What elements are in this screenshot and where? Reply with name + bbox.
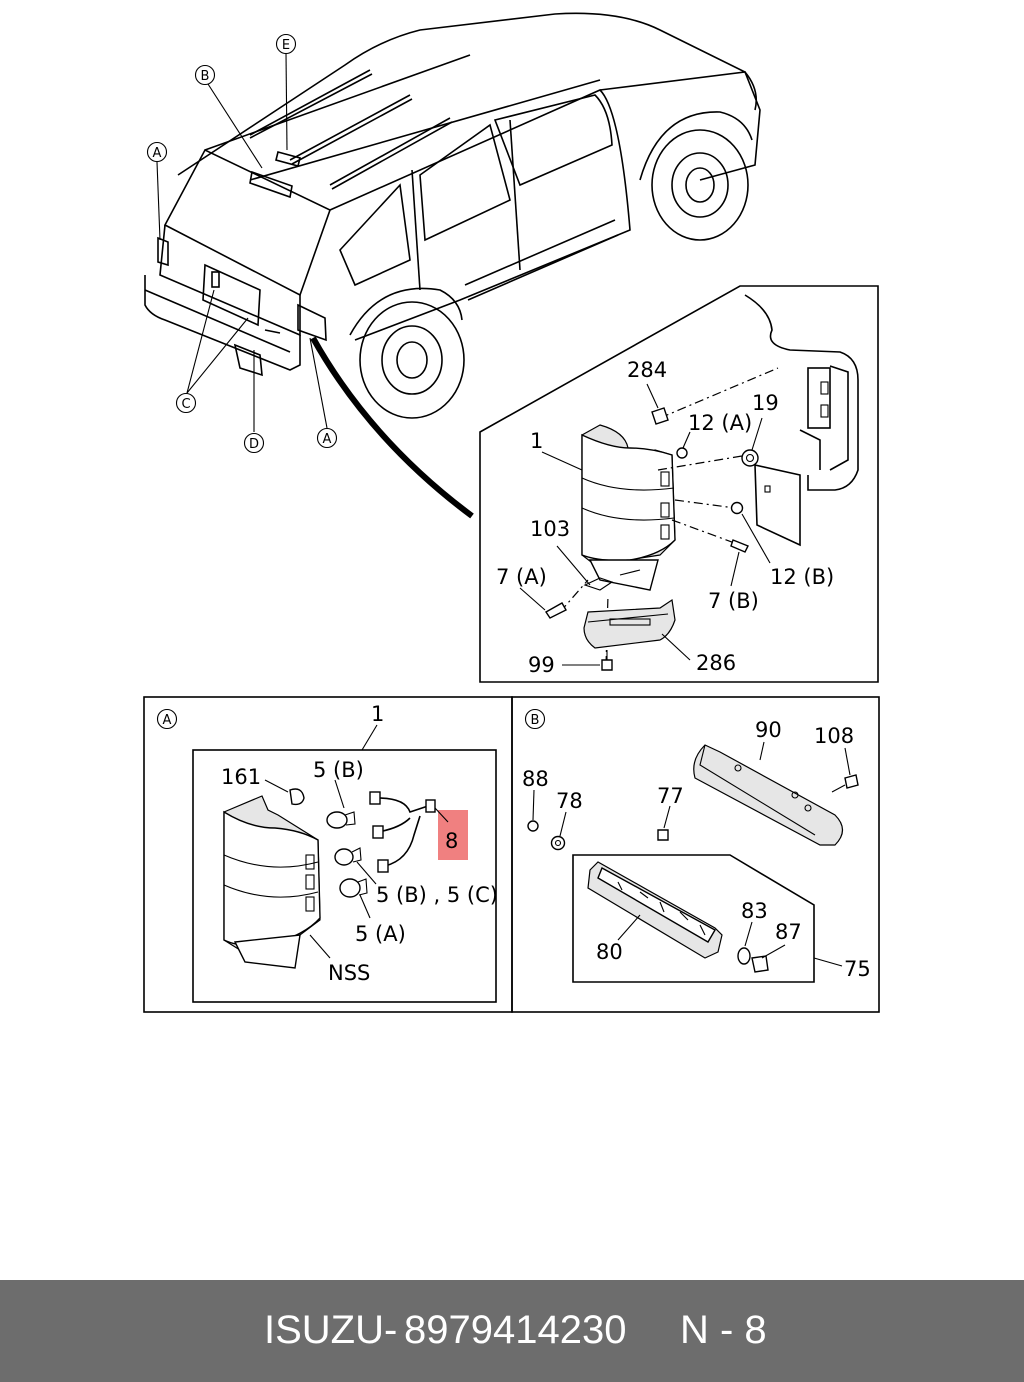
bulb-5b-top xyxy=(326,811,356,829)
svg-text:A: A xyxy=(323,432,332,447)
label-12b: 12 (B) xyxy=(770,565,834,589)
label-19: 19 xyxy=(752,391,779,415)
label-5bc: 5 (B) , 5 (C) xyxy=(376,883,498,907)
screw-7b xyxy=(730,539,749,553)
bulb-5a xyxy=(339,878,368,898)
label-108: 108 xyxy=(814,724,854,748)
screw-7a xyxy=(544,602,567,619)
label-8: 8 xyxy=(445,829,458,853)
part-83 xyxy=(737,947,751,965)
part-88 xyxy=(527,820,539,832)
main-inset: 284 1 12 (A) 19 103 7 (A) 7 (B) 12 (B) 9… xyxy=(479,285,879,683)
nut-12b xyxy=(730,501,744,515)
label-99: 99 xyxy=(528,653,555,677)
callout-a-top: A xyxy=(146,141,168,163)
callout-c: C xyxy=(175,392,197,414)
part-78 xyxy=(550,835,566,851)
page-code: N - 8 xyxy=(680,1308,767,1352)
footer-dash: - xyxy=(384,1308,398,1352)
label-284: 284 xyxy=(627,358,667,382)
part-number: 8979414230 xyxy=(404,1308,627,1352)
label-286: 286 xyxy=(696,651,736,675)
svg-text:D: D xyxy=(249,437,259,452)
parts-diagram: E B A C D A xyxy=(143,12,880,1013)
label-75: 75 xyxy=(844,957,871,981)
svg-text:B: B xyxy=(201,69,210,84)
label-12a: 12 (A) xyxy=(688,411,752,435)
clip-284 xyxy=(651,407,669,425)
svg-text:A: A xyxy=(163,713,172,728)
detail-b-panel: B 90 108 88 78 77 xyxy=(511,696,880,1013)
bulb-5b-mid xyxy=(334,847,362,866)
vehicle-illustration xyxy=(144,12,761,519)
label-78: 78 xyxy=(556,789,583,813)
label-77: 77 xyxy=(657,784,684,808)
label-103: 103 xyxy=(530,517,570,541)
callout-d: D xyxy=(243,432,265,454)
callout-e: E xyxy=(275,33,297,55)
label-80: 80 xyxy=(596,940,623,964)
detail-b-tag: B xyxy=(524,708,546,730)
label-nss: NSS xyxy=(328,961,370,985)
detail-a-tag: A xyxy=(156,708,178,730)
callout-a-bottom: A xyxy=(316,427,338,449)
label-87: 87 xyxy=(775,920,802,944)
label-5b: 5 (B) xyxy=(313,758,364,782)
label-7a: 7 (A) xyxy=(496,565,547,589)
nut-12a xyxy=(676,447,688,459)
svg-text:A: A xyxy=(153,146,162,161)
vehicle-callouts: E B A C D A xyxy=(146,33,338,454)
screw-99 xyxy=(601,650,613,671)
footer-bar: ISUZU - 8979414230 N - 8 xyxy=(0,1280,1024,1382)
label-83: 83 xyxy=(741,899,768,923)
svg-text:E: E xyxy=(282,38,290,53)
label-90: 90 xyxy=(755,718,782,742)
wire-harness-8 xyxy=(369,791,436,873)
label-88: 88 xyxy=(522,767,549,791)
label-1: 1 xyxy=(530,429,543,453)
callout-b: B xyxy=(194,64,216,86)
detail-a-panel: A xyxy=(143,696,513,1013)
label-5a: 5 (A) xyxy=(355,922,406,946)
label-7b: 7 (B) xyxy=(708,589,759,613)
part-87 xyxy=(751,955,769,973)
svg-text:C: C xyxy=(181,397,190,412)
label-a-1: 1 xyxy=(371,702,384,726)
part-8-highlight xyxy=(438,810,468,860)
svg-text:B: B xyxy=(531,713,540,728)
brand-name: ISUZU xyxy=(264,1308,384,1352)
part-77 xyxy=(657,829,669,841)
grommet-19 xyxy=(741,449,759,467)
label-161: 161 xyxy=(221,765,261,789)
